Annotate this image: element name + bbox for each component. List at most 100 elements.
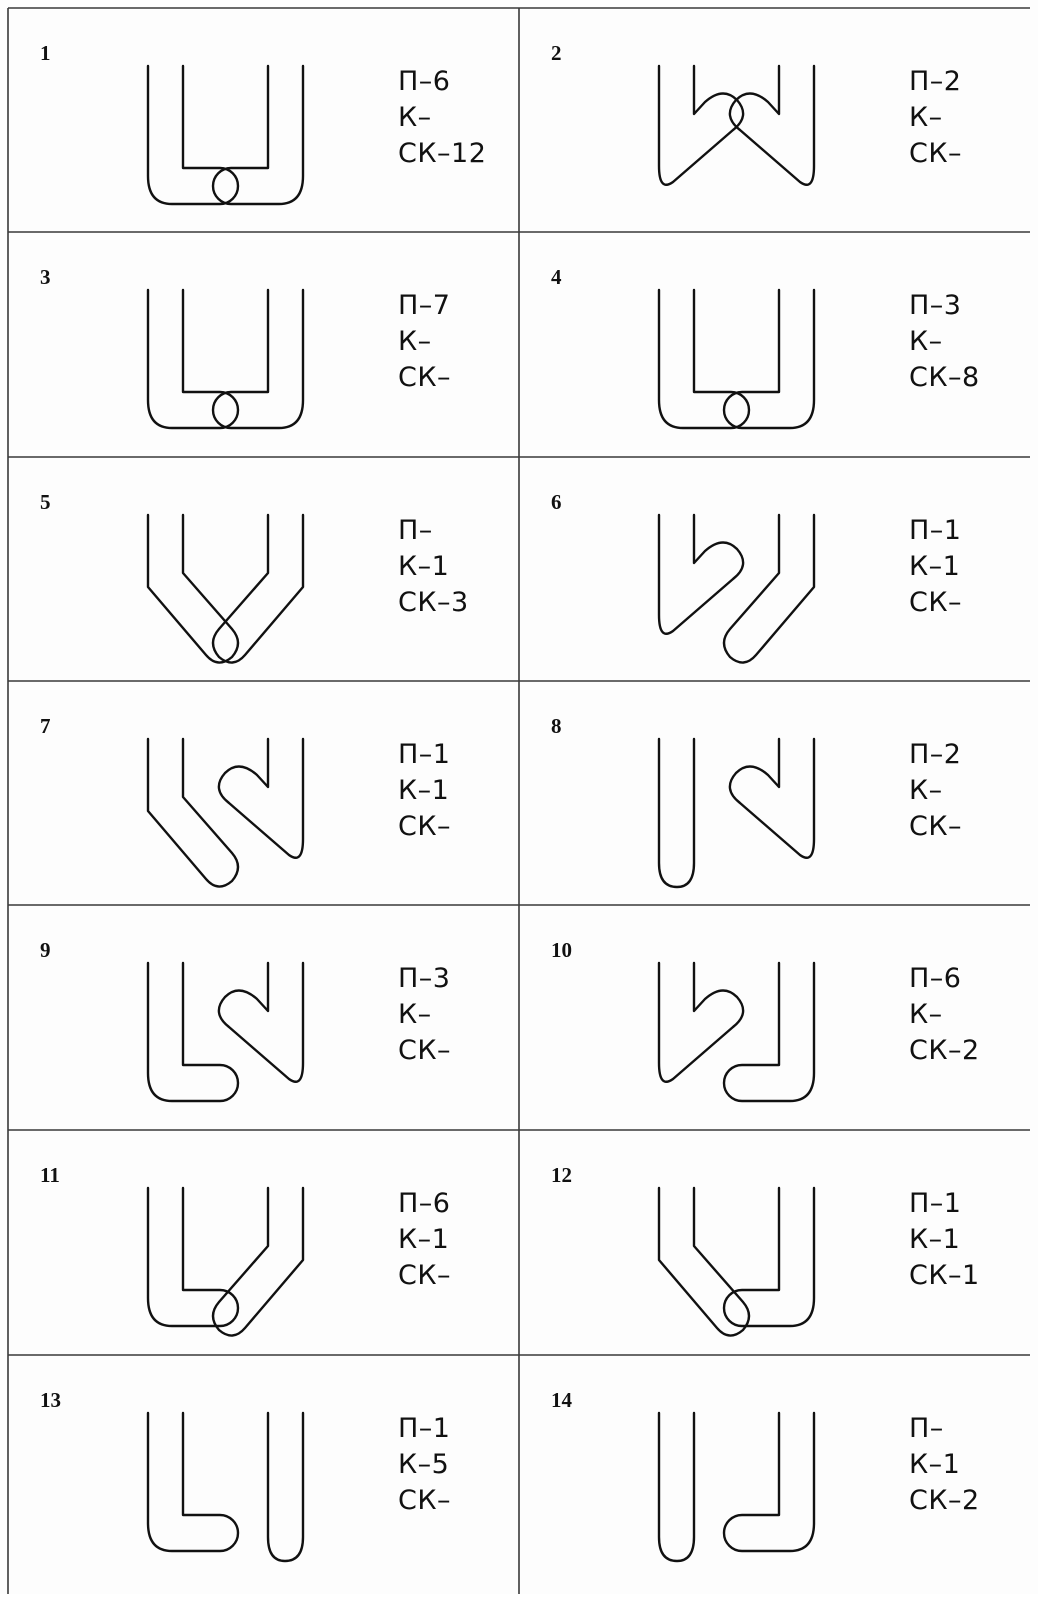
strand-pair-figure — [657, 288, 816, 430]
pattern-cell: 9П–3К– СК– — [40, 938, 451, 1103]
code-k: К– — [398, 326, 432, 357]
code-p: П–3 — [909, 290, 961, 321]
code-p: П– — [398, 515, 433, 546]
code-k: К–1 — [909, 551, 960, 582]
left-strand-shape — [657, 1411, 696, 1563]
code-p: П–2 — [909, 66, 961, 97]
code-p: П–2 — [909, 739, 961, 770]
cell-number: 3 — [40, 265, 51, 289]
right-strand-shape — [728, 64, 816, 186]
pattern-cell: 8П–2К– СК– — [551, 714, 962, 889]
table-cells: 1П–6К–СК–122П–2К–СК–3П–7К–СК–4П–3К–СК–85… — [40, 41, 980, 1563]
right-strand-shape — [722, 961, 816, 1103]
left-strand-shape — [146, 961, 240, 1103]
code-sk: СК–2 — [909, 1035, 980, 1066]
left-strand-shape — [146, 64, 240, 206]
left-strand-shape — [146, 513, 240, 664]
strand-pair-figure — [146, 961, 305, 1103]
code-sk: СК– — [909, 587, 962, 618]
code-k: К– — [909, 999, 943, 1030]
strand-pair-figure — [657, 513, 816, 664]
right-strand-shape — [722, 513, 816, 664]
code-p: П–3 — [398, 963, 450, 994]
code-p: П–6 — [909, 963, 961, 994]
strand-pair-figure — [657, 737, 816, 889]
pattern-cell: 3П–7К– СК– — [40, 265, 451, 430]
pattern-cell: 12П–1К–1СК–1 — [551, 1163, 980, 1337]
code-sk: СК– — [398, 362, 451, 393]
code-p: П–6 — [398, 1188, 450, 1219]
strand-pair-figure — [657, 1186, 816, 1337]
left-strand-shape — [146, 1411, 240, 1553]
code-k: К– — [909, 102, 943, 133]
code-k: К–1 — [909, 1224, 960, 1255]
strand-pair-figure — [146, 737, 305, 888]
left-strand-shape — [146, 288, 240, 430]
pattern-cell: 6П–1К–1СК– — [551, 490, 962, 664]
cell-number: 2 — [551, 41, 562, 65]
cell-number: 12 — [551, 1163, 572, 1187]
code-k: К– — [909, 326, 943, 357]
left-strand-shape — [657, 737, 696, 889]
pattern-cell: 2П–2К–СК– — [551, 41, 962, 186]
code-k: К–1 — [909, 1449, 960, 1480]
code-sk: СК–12 — [398, 138, 486, 169]
code-k: К– — [909, 775, 943, 806]
code-sk: СК–3 — [398, 587, 469, 618]
cell-number: 13 — [40, 1388, 61, 1412]
strand-pair-figure — [146, 64, 305, 206]
code-p: П– — [909, 1413, 944, 1444]
cell-number: 6 — [551, 490, 562, 514]
strand-pair-figure — [657, 961, 816, 1103]
right-strand-shape — [722, 288, 816, 430]
right-strand-shape — [211, 288, 305, 430]
pattern-cell: 5П–К–1СК–3 — [40, 490, 469, 664]
strand-pair-figure — [146, 288, 305, 430]
code-p: П–1 — [398, 1413, 450, 1444]
code-p: П–7 — [398, 290, 450, 321]
pattern-cell: 4П–3К–СК–8 — [551, 265, 979, 430]
cell-number: 4 — [551, 265, 562, 289]
right-strand-shape — [211, 64, 305, 206]
left-strand-shape — [146, 1186, 240, 1328]
code-sk: СК– — [909, 811, 962, 842]
cell-number: 10 — [551, 938, 572, 962]
right-strand-shape — [266, 1411, 305, 1563]
pattern-cell: 1П–6К–СК–12 — [40, 41, 486, 206]
cell-number: 9 — [40, 938, 51, 962]
code-k: К–1 — [398, 775, 449, 806]
right-strand-shape — [728, 737, 816, 859]
strand-pair-figure — [657, 64, 816, 186]
code-sk: СК– — [398, 1485, 451, 1516]
cell-number: 1 — [40, 41, 51, 65]
right-strand-shape — [217, 737, 305, 859]
code-sk: СК–1 — [909, 1260, 980, 1291]
cell-number: 11 — [40, 1163, 60, 1187]
code-k: К–1 — [398, 1224, 449, 1255]
code-sk: СК– — [398, 1035, 451, 1066]
right-strand-shape — [217, 961, 305, 1083]
pattern-cell: 7П–1К–1СК– — [40, 714, 451, 888]
left-strand-shape — [657, 1186, 751, 1337]
strand-pair-figure — [657, 1411, 816, 1563]
code-sk: СК–2 — [909, 1485, 980, 1516]
code-sk: СК– — [398, 811, 451, 842]
cell-number: 7 — [40, 714, 51, 738]
left-strand-shape — [657, 961, 745, 1083]
right-strand-shape — [211, 513, 305, 664]
table-grid — [7, 7, 1030, 1594]
strand-pair-figure — [146, 1411, 305, 1563]
code-p: П–1 — [909, 1188, 961, 1219]
code-sk: СК– — [398, 1260, 451, 1291]
code-p: П–1 — [398, 739, 450, 770]
left-strand-shape — [146, 737, 240, 888]
cell-number: 8 — [551, 714, 562, 738]
pattern-cell: 13П–1К–5СК– — [40, 1388, 451, 1563]
code-k: К– — [398, 102, 432, 133]
left-strand-shape — [657, 64, 745, 186]
right-strand-shape — [722, 1186, 816, 1328]
code-k: К–1 — [398, 551, 449, 582]
code-k: К– — [398, 999, 432, 1030]
